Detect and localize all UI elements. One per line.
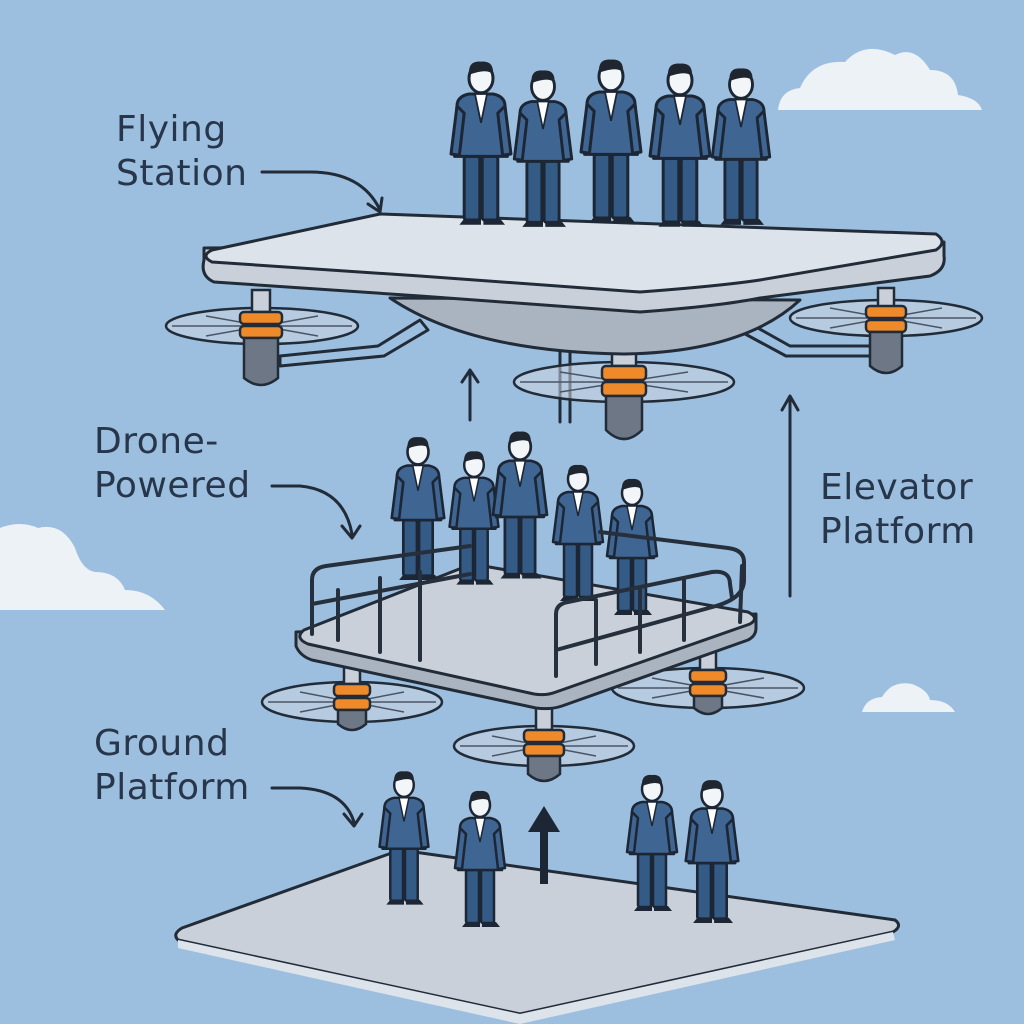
- label-ground-platform-line2: Platform: [94, 767, 250, 808]
- label-flying-station-line1: Flying: [116, 109, 227, 150]
- arrow-up-icon: [528, 806, 560, 884]
- person-icon: [449, 60, 513, 227]
- person-icon: [491, 430, 549, 580]
- flying-station-platform: [201, 212, 946, 356]
- ground-platform: [174, 848, 900, 1024]
- person-icon: [579, 58, 643, 225]
- cloud-icon: [0, 524, 165, 610]
- arrow-up-icon: [460, 368, 480, 422]
- propeller-icon: [788, 286, 984, 375]
- propeller-icon: [260, 662, 444, 732]
- label-drone-powered-line1: Drone-: [94, 421, 219, 462]
- person-icon: [710, 66, 772, 227]
- cloud-icon: [778, 48, 982, 110]
- propeller-icon: [164, 288, 360, 387]
- propeller-icon: [512, 344, 736, 441]
- person-icon: [448, 450, 500, 586]
- arrow-up-icon: [780, 394, 800, 598]
- label-flying-station: Flying Station: [116, 108, 248, 196]
- label-elevator-platform: Elevator Platform: [820, 466, 976, 554]
- label-ground-platform: Ground Platform: [94, 722, 250, 810]
- label-drone-powered-line2: Powered: [94, 465, 251, 506]
- pointer-arrow-icon: [270, 484, 362, 540]
- person-icon: [512, 68, 574, 229]
- pointer-arrow-icon: [260, 170, 384, 214]
- label-elevator-platform-line1: Elevator: [820, 467, 974, 508]
- label-drone-powered: Drone- Powered: [94, 420, 251, 508]
- cloud-icon: [862, 683, 955, 712]
- propeller-icon: [452, 704, 636, 783]
- label-elevator-platform-line2: Platform: [820, 511, 976, 552]
- propeller-icon: [610, 648, 806, 716]
- pointer-arrow-icon: [270, 786, 364, 828]
- elevator-platform-propellers: [260, 648, 806, 783]
- top-people: [449, 58, 772, 229]
- person-icon: [648, 62, 712, 229]
- label-flying-station-line2: Station: [116, 153, 248, 194]
- label-ground-platform-line1: Ground: [94, 723, 230, 764]
- guard-rail: [310, 530, 746, 678]
- person-icon: [390, 435, 446, 582]
